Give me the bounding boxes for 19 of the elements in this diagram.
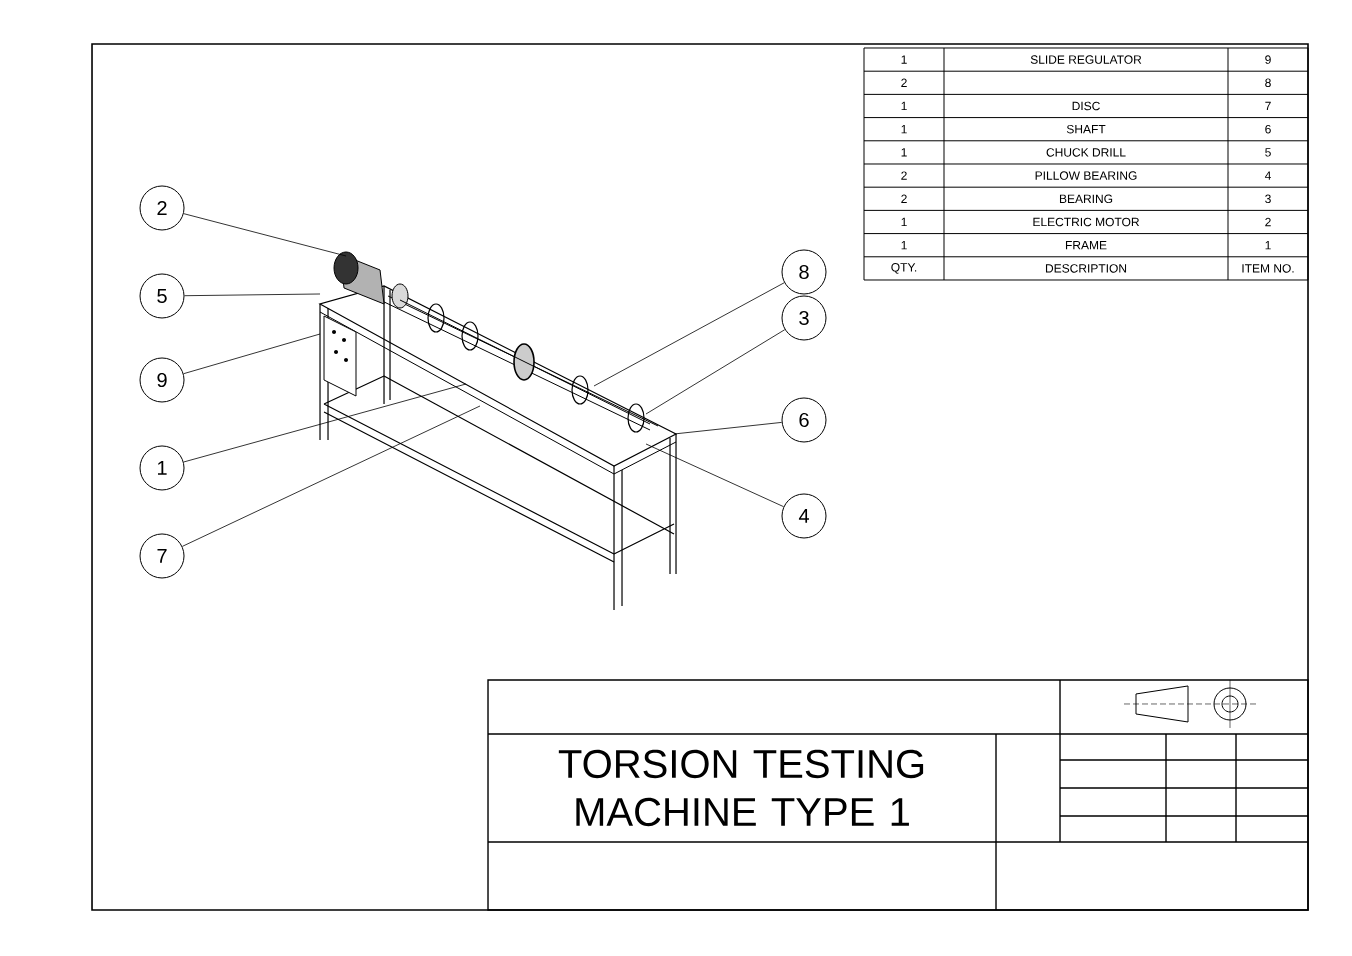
leader-line (645, 443, 784, 508)
callout-balloon: 4 (781, 493, 827, 539)
leader-line (183, 333, 321, 375)
leader-line (184, 293, 321, 297)
leader-line (181, 405, 481, 547)
title: TORSION TESTING MACHINE TYPE 1 (558, 749, 924, 827)
leader-line (593, 282, 785, 387)
callout-balloon: 8 (781, 249, 827, 295)
callout-balloon: 1 (139, 445, 185, 491)
callout-balloon: 7 (139, 533, 185, 579)
callout-balloon: 2 (139, 185, 185, 231)
callout-balloon: 3 (781, 295, 827, 341)
leader-line (183, 383, 467, 463)
callout-balloon: 6 (781, 397, 827, 443)
callout-balloon: 5 (139, 273, 185, 319)
callout-balloon: 9 (139, 357, 185, 403)
leader-line (183, 213, 347, 257)
leader-line (673, 422, 783, 435)
leader-line (645, 329, 786, 415)
